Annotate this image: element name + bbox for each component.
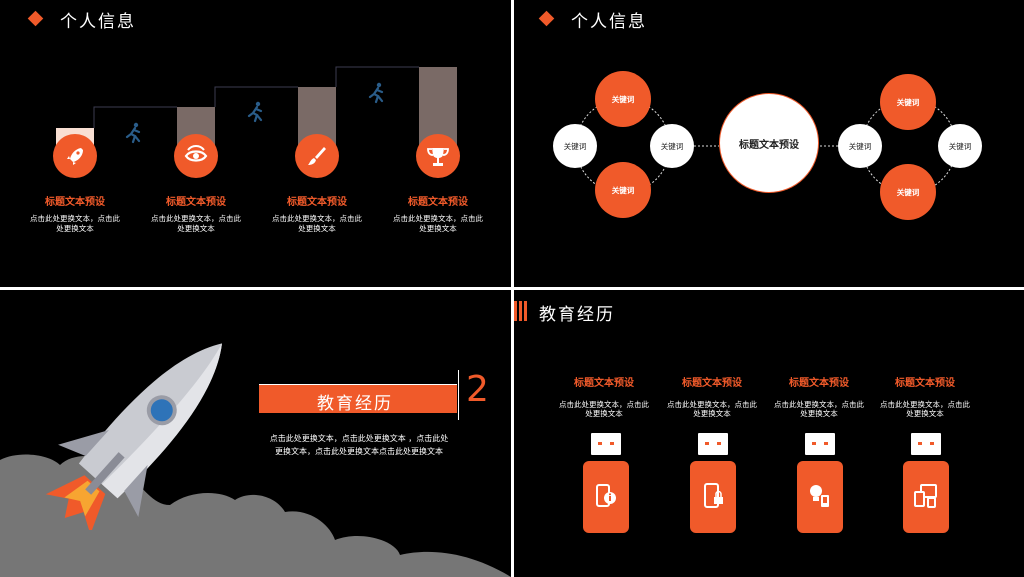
step-body: 点击此处更换文本，点击此处更换文本: [151, 214, 241, 233]
keyword-bubble: 关键词: [938, 124, 982, 168]
title-bars-icon: [514, 301, 528, 321]
section-divider: [458, 370, 459, 420]
usb-connector: [591, 433, 621, 455]
usb-item-title: 标题文本预设: [574, 378, 634, 389]
slide-title: 个人信息: [571, 12, 647, 32]
section-number: 2: [466, 369, 489, 410]
phone-info-icon: [583, 461, 629, 533]
runner-icon: [247, 101, 263, 123]
usb-connector: [698, 433, 728, 455]
rocket-icon: [53, 134, 97, 178]
slide-education-section: 教育经历 2 点击此处更换文本，点击此处更换文本 ，点击此处更换文本，点击此处更…: [0, 290, 511, 577]
usb-connector: [911, 433, 941, 455]
devices-icon: [903, 461, 949, 533]
step-body: 点击此处更换文本，点击此处更换文本: [272, 214, 362, 233]
slide-title: 教育经历: [539, 305, 615, 325]
keyword-bubble: 关键词: [595, 162, 651, 218]
slide-personal-info-steps: 个人信息 标题文本预设 标题文本预设 标题文本预设 标题文本预设 点击此处更换文…: [0, 0, 511, 287]
step-body: 点击此处更换文本，点击此处更换文本: [30, 214, 120, 233]
keyword-bubble: 关键词: [838, 124, 882, 168]
runner-icon: [368, 82, 384, 104]
rocket-illustration-icon: [45, 343, 222, 530]
keyword-bubble: 关键词: [553, 124, 597, 168]
usb-item-body: 点击此处更换文本，点击此处更换文本: [880, 400, 970, 418]
usb-item-body: 点击此处更换文本，点击此处更换文本: [559, 400, 649, 418]
usb-item-title: 标题文本预设: [682, 378, 742, 389]
section-title: 教育经历: [317, 394, 393, 414]
step-body: 点击此处更换文本，点击此处更换文本: [393, 214, 483, 233]
phone-lock-icon: [690, 461, 736, 533]
usb-connector: [805, 433, 835, 455]
usb-item-body: 点击此处更换文本，点击此处更换文本: [774, 400, 864, 418]
brush-icon: [295, 134, 339, 178]
step-title: 标题文本预设: [287, 197, 347, 208]
center-title-bubble: 标题文本预设: [719, 93, 819, 193]
usb-item-title: 标题文本预设: [895, 378, 955, 389]
keyword-bubble: 关键词: [595, 71, 651, 127]
slide-education-usb: 教育经历 标题文本预设 标题文本预设 标题文本预设 标题文本预设 点击此处更换文…: [514, 290, 1024, 577]
step-title: 标题文本预设: [408, 197, 468, 208]
slide-title: 个人信息: [60, 12, 136, 32]
keyword-bubble: 关键词: [650, 124, 694, 168]
step-title: 标题文本预设: [166, 197, 226, 208]
usb-item-body: 点击此处更换文本，点击此处更换文本: [667, 400, 757, 418]
step-title: 标题文本预设: [45, 197, 105, 208]
section-body: 点击此处更换文本，点击此处更换文本 ，点击此处更换文本，点击此处更换文本点击此处…: [269, 434, 449, 456]
section-title-bar: 教育经历: [259, 384, 457, 414]
keyword-bubble: 关键词: [880, 164, 936, 220]
eye-refresh-icon: [174, 134, 218, 178]
runner-icon: [125, 122, 141, 144]
usb-item-title: 标题文本预设: [789, 378, 849, 389]
trophy-icon: [416, 134, 460, 178]
keyword-bubble: 关键词: [880, 74, 936, 130]
slide-keyword-diagram: 个人信息 关键词 关键词 关键词 关键词 标题文本预设 关键词 关键词 关键词 …: [514, 0, 1024, 287]
bulb-device-icon: [797, 461, 843, 533]
